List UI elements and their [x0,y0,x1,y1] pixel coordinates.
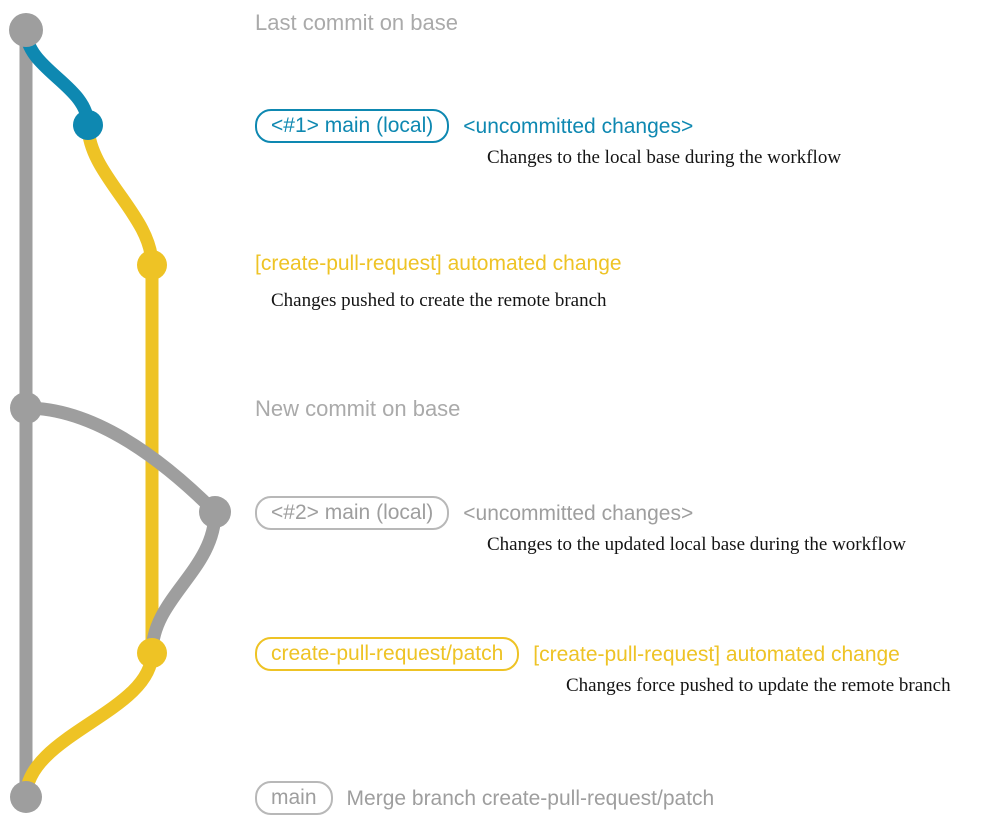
row-patch-1: [create-pull-request] automated change [255,253,622,274]
commit-message: Merge branch create-pull-request/patch [346,786,715,810]
node-base-new[interactable] [10,392,42,424]
edge-patch2-to-merge [19,646,159,804]
ref-badge-main-local-2[interactable]: <#2> main (local) [255,496,450,530]
row-new-commit: New commit on base [255,398,460,420]
ref-badge-create-pull-request-patch[interactable]: create-pull-request/patch [255,637,520,671]
ref-badge-main[interactable]: main [255,781,333,815]
spacer [519,654,533,655]
ref-badge-main-local-1[interactable]: <#1> main (local) [255,109,450,143]
commit-message: Last commit on base [255,10,458,35]
spacer [333,798,347,799]
spacer [449,513,463,514]
edge-basenew-to-local2 [19,401,222,519]
row-merge: main Merge branch create-pull-request/pa… [255,781,714,815]
row-last-commit: Last commit on base [255,12,458,34]
commit-message: New commit on base [255,396,461,421]
commit-note: Changes to the updated local base during… [487,534,906,555]
row-local-2: <#2> main (local) <uncommitted changes> [255,496,693,530]
commit-message: <uncommitted changes> [463,114,694,138]
commit-note: Changes to the local base during the wor… [487,147,842,168]
node-local-2[interactable] [199,496,231,528]
edge-local1-to-patch1 [81,118,159,272]
row-local-1: <#1> main (local) <uncommitted changes> [255,109,693,143]
node-patch-2[interactable] [137,638,167,668]
node-merge-commit[interactable] [10,781,42,813]
commit-message: [create-pull-request] automated change [533,642,900,666]
spacer [449,126,463,127]
commit-note: Changes pushed to create the remote bran… [271,290,607,311]
commit-note: Changes force pushed to update the remot… [566,675,951,696]
node-base-head[interactable] [9,13,43,47]
node-local-1[interactable] [73,110,103,140]
node-patch-1[interactable] [137,250,167,280]
row-patch-2: create-pull-request/patch [create-pull-r… [255,637,900,671]
commit-message: [create-pull-request] automated change [255,252,622,275]
edge-local2-to-patch2 [145,505,222,660]
commit-message: <uncommitted changes> [463,501,694,525]
